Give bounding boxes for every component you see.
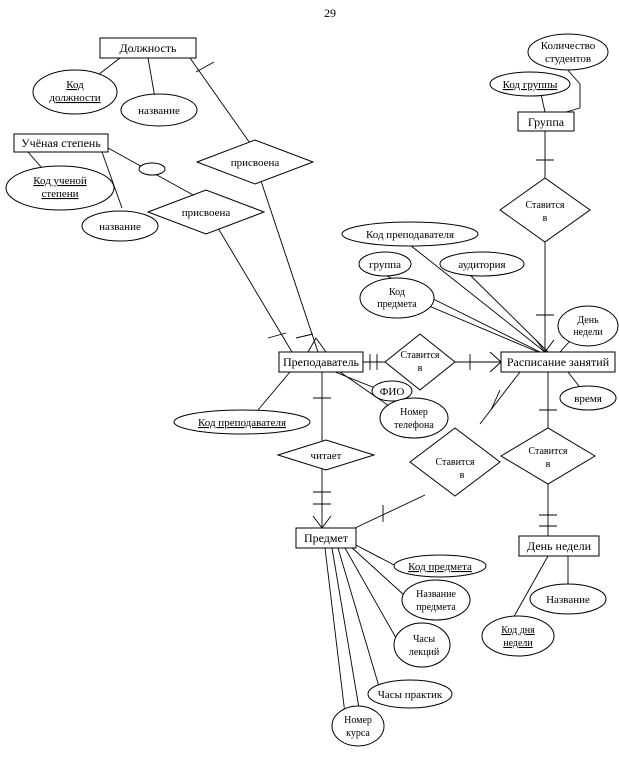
attr-day-code-line2: недели xyxy=(503,638,533,649)
attr-sched-day-line2: недели xyxy=(573,327,603,338)
attr-teacher-phone-line2: телефона xyxy=(394,420,434,431)
entity-weekday-label: День недели xyxy=(527,539,592,553)
relation-set-weekday: Ставится в xyxy=(500,427,596,485)
optional-marker xyxy=(138,162,166,176)
entity-schedule-label: Расписание занятий xyxy=(507,355,610,369)
entity-schedule: Расписание занятий xyxy=(500,351,616,373)
attr-sched-time-label: время xyxy=(574,393,602,405)
attr-position-name-label: название xyxy=(138,105,180,117)
attr-sched-room: аудитория xyxy=(439,251,525,277)
attr-teacher-phone-line1: Номер xyxy=(400,407,428,418)
attr-sched-day-line1: День xyxy=(577,315,599,326)
attr-teacher-code: Код преподавателя xyxy=(173,409,311,435)
relation-set-group-line1: Ставится xyxy=(525,200,564,211)
relation-set-teacher-line1: Ставится xyxy=(400,350,439,361)
attr-practice-hours-label: Часы практик xyxy=(378,689,443,701)
attr-day-code-line1: Код дня xyxy=(501,625,535,636)
entity-group-label: Группа xyxy=(528,115,565,129)
attr-teacher-phone: Номер телефона xyxy=(379,397,449,439)
attr-sched-subject-code: Код предмета xyxy=(359,277,435,319)
attr-sched-teacher-code-label: Код преподавателя xyxy=(366,229,454,241)
entity-group: Группа xyxy=(517,111,575,132)
attr-teacher-code-label: Код преподавателя xyxy=(198,417,286,429)
attr-degree-code: Код ученой степени xyxy=(5,165,115,211)
relation-set-teacher-line2: в xyxy=(418,363,423,374)
relation-reads-label: читает xyxy=(311,450,342,462)
relation-set-subject: Ставится в xyxy=(409,427,501,497)
entity-position-label: Должность xyxy=(119,41,177,55)
attr-degree-name: название xyxy=(81,210,159,242)
page-number: 29 xyxy=(324,6,336,20)
entity-subject: Предмет xyxy=(295,527,357,549)
attr-position-code-line1: Код xyxy=(66,79,84,91)
relation-set-group: Ставится в xyxy=(499,177,591,243)
entity-degree-label: Учёная степень xyxy=(21,136,101,150)
attr-sched-group: группа xyxy=(358,251,412,277)
attr-course-number-line1: Номер xyxy=(344,715,372,726)
attr-sched-subject-code-line1: Код xyxy=(389,287,405,298)
relation-assigned-position-label: присвоена xyxy=(231,157,280,169)
attr-group-count-line1: Количество xyxy=(541,40,596,52)
attr-degree-code-line1: Код ученой xyxy=(33,175,87,187)
relation-set-subject-line1: Ставится xyxy=(435,457,474,468)
attr-position-name: название xyxy=(120,93,198,127)
relation-assigned-degree-label: присвоена xyxy=(182,207,231,219)
connector-lines xyxy=(27,57,583,715)
attr-degree-name-label: название xyxy=(99,221,141,233)
attr-sched-room-label: аудитория xyxy=(458,259,505,271)
attr-teacher-fio-label: ФИО xyxy=(380,386,405,398)
attr-position-code: Код должности xyxy=(32,69,118,115)
attr-sched-teacher-code: Код преподавателя xyxy=(341,221,479,247)
relation-set-teacher: Ставится в xyxy=(384,333,456,391)
attr-teacher-fio: ФИО xyxy=(371,380,413,402)
entity-teacher: Преподаватель xyxy=(278,351,364,373)
attr-day-name-label: Название xyxy=(546,594,590,606)
entity-position: Должность xyxy=(99,37,197,59)
attr-lecture-hours-line2: лекций xyxy=(409,647,440,658)
attr-subject-code: Код предмета xyxy=(393,554,487,578)
attr-group-code-label: Код группы xyxy=(503,79,558,91)
relation-reads: читает xyxy=(276,439,376,471)
relation-set-subject-line2: в xyxy=(460,470,465,481)
attr-sched-group-label: группа xyxy=(369,259,401,271)
entity-degree: Учёная степень xyxy=(13,133,109,153)
attr-subject-code-label: Код предмета xyxy=(408,561,472,573)
attr-course-number-line2: курса xyxy=(346,728,370,739)
attr-position-code-line2: должности xyxy=(49,92,100,104)
relation-set-weekday-line1: Ставится xyxy=(528,446,567,457)
attr-subject-name-line1: Название xyxy=(416,589,456,600)
attr-sched-day: День недели xyxy=(557,305,619,347)
attr-group-code: Код группы xyxy=(489,71,571,97)
relation-set-weekday-line2: в xyxy=(546,459,551,470)
attr-sched-time: время xyxy=(559,385,617,411)
attr-group-count: Количество студентов xyxy=(527,33,609,71)
relation-assigned-position: присвоена xyxy=(195,139,315,185)
attr-day-code: Код дня недели xyxy=(481,615,555,657)
attr-lecture-hours: Часы лекций xyxy=(393,622,451,668)
attr-group-count-line2: студентов xyxy=(545,53,591,65)
entity-teacher-label: Преподаватель xyxy=(283,355,360,369)
attr-day-name: Название xyxy=(529,583,607,615)
attr-degree-code-line2: степени xyxy=(41,188,78,200)
attr-lecture-hours-line1: Часы xyxy=(413,634,435,645)
entity-weekday: День недели xyxy=(518,535,600,557)
entity-subject-label: Предмет xyxy=(304,531,349,545)
attr-course-number: Номер курса xyxy=(331,705,385,747)
attr-subject-name: Название предмета xyxy=(401,579,471,621)
attr-practice-hours: Часы практик xyxy=(367,679,453,709)
attr-sched-subject-code-line2: предмета xyxy=(377,299,417,310)
attr-subject-name-line2: предмета xyxy=(416,602,456,613)
relation-assigned-degree: присвоена xyxy=(146,189,266,235)
relation-set-group-line2: в xyxy=(543,213,548,224)
